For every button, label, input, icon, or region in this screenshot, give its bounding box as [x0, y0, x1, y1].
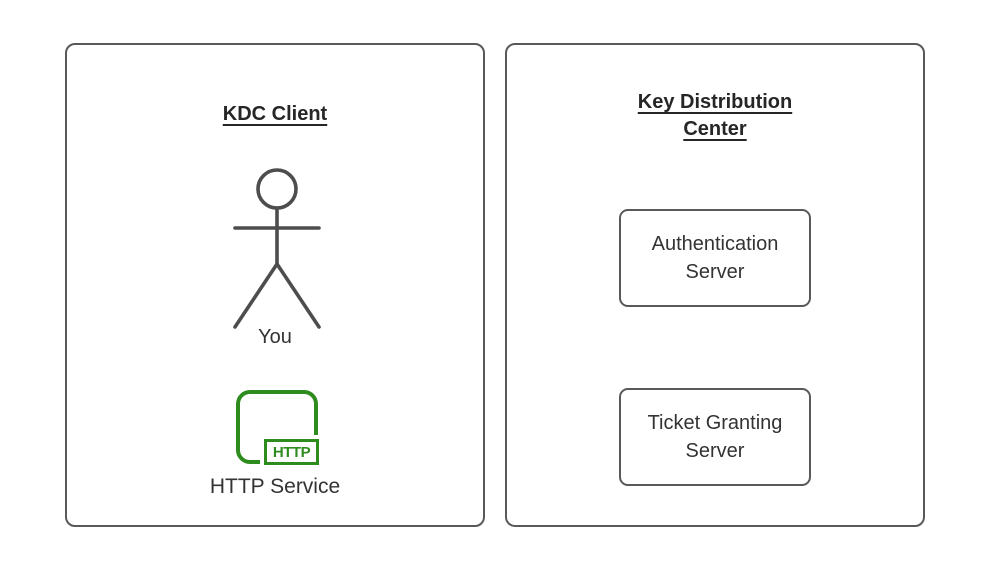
http-badge: HTTP	[264, 439, 319, 465]
authentication-server-node: Authentication Server	[619, 209, 811, 307]
person-actor-icon	[233, 168, 321, 329]
actor-label: You	[258, 326, 292, 348]
authentication-server-label: Authentication Server	[651, 233, 779, 283]
kdc-client-title: KDC Client	[222, 103, 328, 125]
http-service-icon: HTTP	[236, 390, 319, 465]
ticket-granting-server-label: Ticket Granting Server	[647, 412, 783, 462]
kdc-client-panel: KDC Client You HTTP HTTP Service	[65, 43, 485, 527]
key-distribution-center-panel: Key Distribution Center Authentication S…	[505, 43, 925, 527]
http-service-label: HTTP Service	[209, 475, 341, 498]
ticket-granting-server-node: Ticket Granting Server	[619, 388, 811, 486]
key-distribution-center-title: Key Distribution Center	[637, 91, 793, 140]
